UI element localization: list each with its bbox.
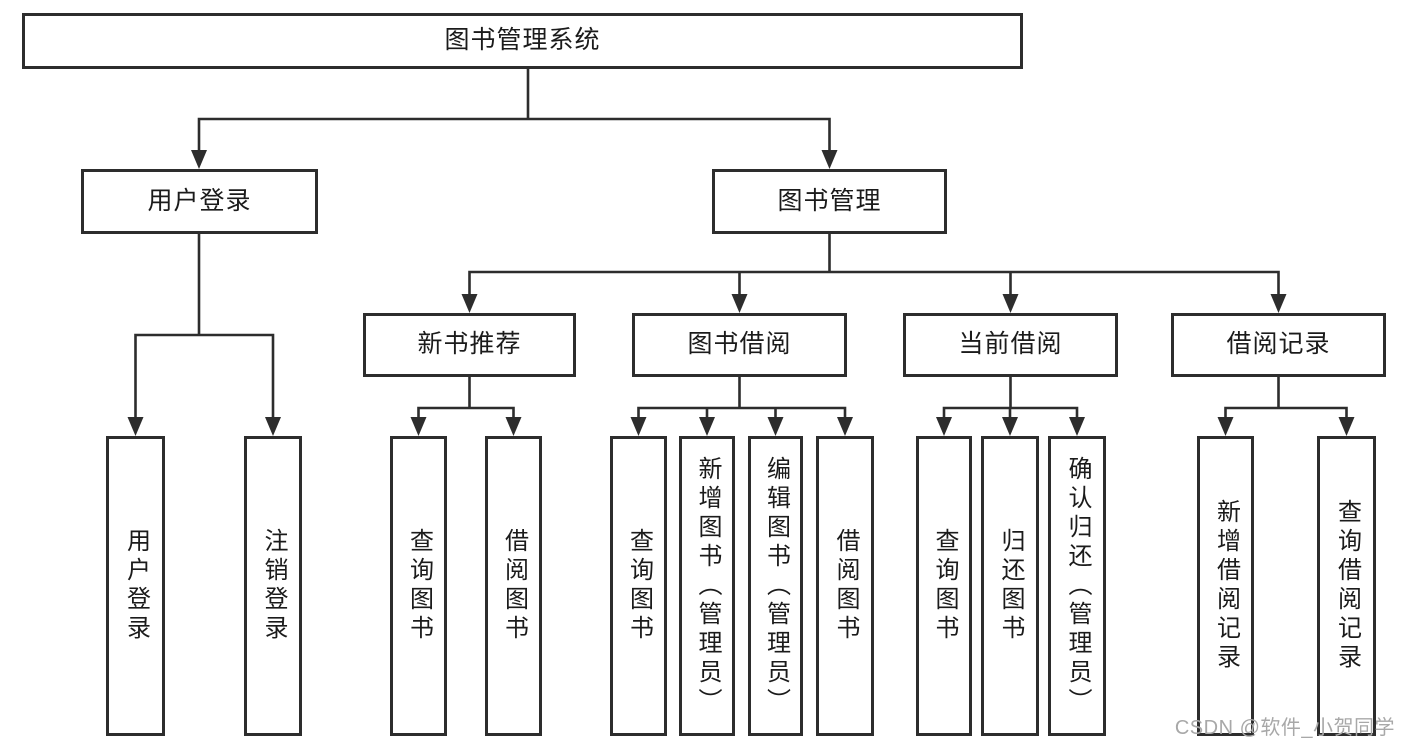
connector-root-to-level2 [191,67,838,169]
node-current-borrowing: 当前借阅 [903,313,1118,377]
csdn-watermark: CSDN @软件_小贺同学 [1174,717,1395,739]
connector-new-book-recommendation-to-leaves [410,375,522,436]
node-user-login: 用户登录 [81,169,318,234]
connector-book-borrowing-to-leaves [630,375,853,436]
leaf-new-borrow-record: 新增借阅记录 [1197,436,1254,736]
node-new-book-recommendation: 新书推荐 [363,313,576,377]
leaf-logout-login: 注销登录 [244,436,302,736]
leaf-add-books-admin: 新增图书（管理员） [679,436,735,736]
connector-user-login-to-leaves [127,232,281,436]
node-book-management: 图书管理 [712,169,947,234]
leaf-confirm-return-admin: 确认归还（管理员） [1048,436,1106,736]
connector-book-management-to-level3 [461,232,1287,313]
leaf-borrow-books-1: 借阅图书 [485,436,542,736]
node-book-borrowing: 图书借阅 [632,313,847,377]
leaf-query-books-3: 查询图书 [916,436,972,736]
leaf-return-books: 归还图书 [981,436,1039,736]
connector-borrowing-records-to-leaves [1217,375,1355,436]
leaf-edit-books-admin: 编辑图书（管理员） [748,436,803,736]
leaf-borrow-books-2: 借阅图书 [816,436,874,736]
leaf-query-books-2: 查询图书 [610,436,667,736]
connector-current-borrowing-to-leaves [936,375,1085,436]
leaf-query-borrow-record: 查询借阅记录 [1317,436,1376,736]
node-library-system: 图书管理系统 [22,13,1023,69]
node-borrowing-records: 借阅记录 [1171,313,1386,377]
leaf-query-books-1: 查询图书 [390,436,447,736]
leaf-user-login: 用户登录 [106,436,165,736]
